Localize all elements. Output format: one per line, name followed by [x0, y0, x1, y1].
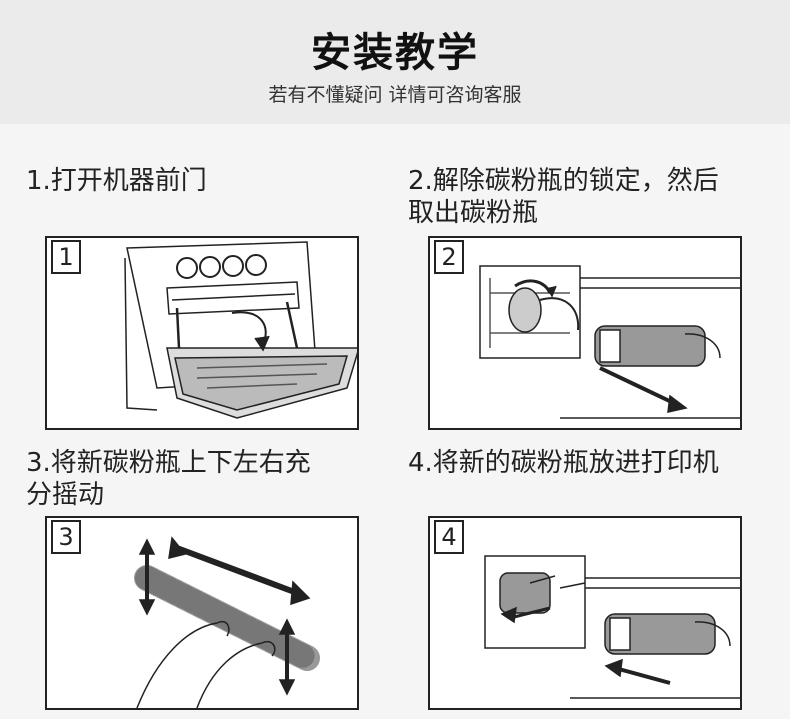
step-4-text: 4.将新的碳粉瓶放进打印机: [408, 448, 719, 478]
step-1-number: 1: [51, 240, 81, 274]
step-3-text: 3.将新碳粉瓶上下左右充 分摇动: [26, 448, 311, 510]
header-banner: 安装教学 若有不懂疑问 详情可咨询客服: [0, 0, 790, 124]
step-1-panel: 1: [45, 236, 359, 430]
step-1-text: 1.打开机器前门: [26, 166, 207, 196]
shake-toner-bottle-illustration: [134, 536, 320, 708]
insert-toner-bottle-illustration: [484, 555, 740, 699]
step-3-panel: 3: [45, 516, 359, 710]
printer-front-door-open-illustration: [124, 241, 357, 419]
page-subtitle: 若有不懂疑问 详情可咨询客服: [268, 84, 522, 106]
unlock-remove-toner-bottle-illustration: [479, 265, 740, 419]
step-2-panel: 2: [428, 236, 742, 430]
step-2-number: 2: [434, 240, 464, 274]
step-2-text: 2.解除碳粉瓶的锁定，然后 取出碳粉瓶: [408, 166, 719, 228]
step-3-number: 3: [51, 520, 81, 554]
step-4-number: 4: [434, 520, 464, 554]
page-title: 安装教学: [311, 30, 479, 76]
step-4-panel: 4: [428, 516, 742, 710]
